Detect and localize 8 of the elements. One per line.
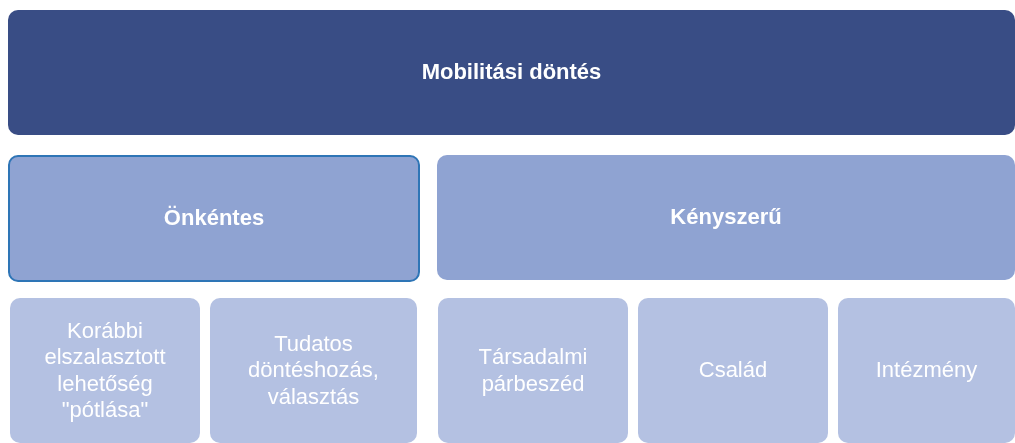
subcategory-box: Család [638, 298, 828, 443]
subcategory-box: Intézmény [838, 298, 1015, 443]
decision-header-box: Mobilitási döntés [8, 10, 1015, 135]
subcategory-box: Korábbi elszalasztott lehetőség "pótlása" [10, 298, 200, 443]
subcategory-box: Tudatos döntéshozás, választás [210, 298, 417, 443]
subcategory-box: Társadalmi párbeszéd [438, 298, 628, 443]
category-box: Kényszerű [437, 155, 1015, 280]
category-box: Önkéntes [8, 155, 420, 282]
